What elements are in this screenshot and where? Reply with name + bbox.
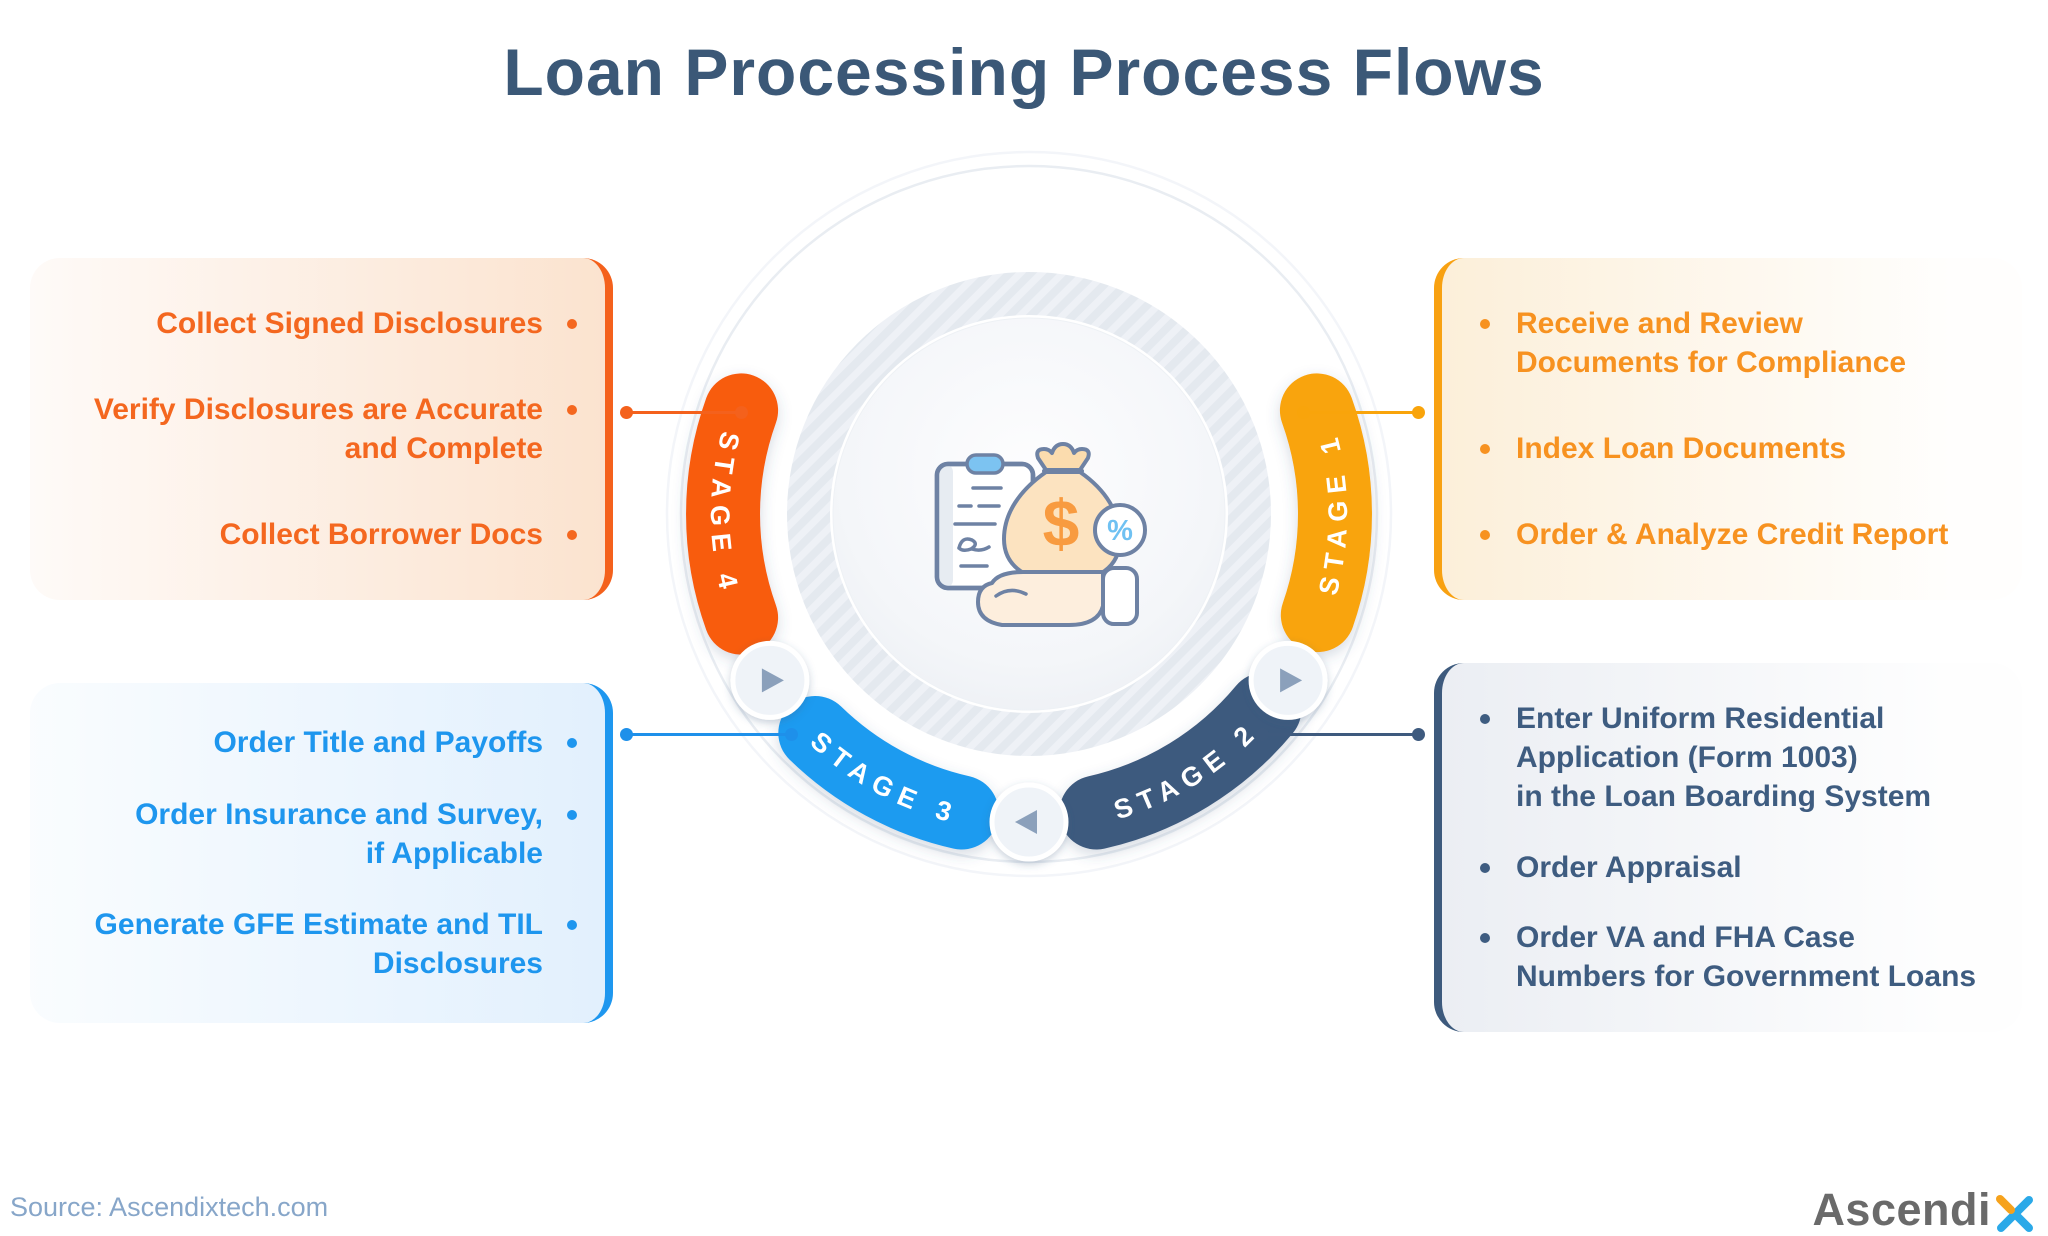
stage-4-arc <box>686 373 779 655</box>
list-item: Verify Disclosures are Accurate and Comp… <box>48 390 577 468</box>
bullet-icon <box>1480 714 1490 724</box>
bullet-icon <box>567 319 577 329</box>
stage-1-arc <box>1279 373 1372 653</box>
list-item: Collect Signed Disclosures <box>48 304 577 343</box>
connector-dot <box>620 406 633 419</box>
list-item: Generate GFE Estimate and TIL Disclosure… <box>48 905 577 983</box>
bullet-icon <box>1480 862 1490 873</box>
list-item-text: Verify Disclosures are Accurate and Comp… <box>93 393 543 465</box>
clipboard-lines <box>953 486 1003 568</box>
dollar-sign: $ <box>1043 486 1080 560</box>
logo-text: Ascendi <box>1812 1184 1991 1235</box>
list-item-text: Collect Borrower Docs <box>219 518 543 551</box>
thumb-line <box>994 588 1028 598</box>
money-bag-tie <box>1035 442 1091 472</box>
list-item-text: Order Title and Payoffs <box>213 726 543 759</box>
hand-icon <box>976 570 1105 627</box>
connector-stage3 <box>620 728 798 741</box>
connector-dot <box>1256 728 1269 741</box>
list-item-text: Index Loan Documents <box>1516 432 1847 465</box>
bullet-icon <box>567 809 577 820</box>
list-item: Order Appraisal <box>1480 848 2004 887</box>
list-item: Index Loan Documents <box>1480 429 2004 468</box>
bullet-icon <box>1480 933 1490 943</box>
stage-4-label: STAGE 4 <box>705 429 746 599</box>
play-left-icon <box>1015 810 1037 834</box>
connector-dot <box>1412 406 1425 419</box>
connector-line <box>1302 411 1420 414</box>
clipboard-clip <box>965 453 1005 475</box>
list-item-text: Enter Uniform Residential Application (F… <box>1516 702 1932 813</box>
percent-badge <box>1093 503 1147 557</box>
outer-faint-ring <box>665 150 1393 878</box>
bullet-icon <box>567 405 577 415</box>
list-item: Receive and Review Documents for Complia… <box>1480 304 2004 382</box>
clipboard-shade <box>937 464 953 588</box>
bullet-icon <box>1480 444 1490 454</box>
list-item: Collect Borrower Docs <box>48 515 577 554</box>
list-item: Order Title and Payoffs <box>48 723 577 762</box>
play-right-icon <box>1280 668 1303 693</box>
stage-3-box: Order Title and Payoffs Order Insurance … <box>30 683 613 1023</box>
stage-4-box: Collect Signed Disclosures Verify Disclo… <box>30 258 613 600</box>
stage-2-box: Enter Uniform Residential Application (F… <box>1434 663 2022 1032</box>
connector-dot <box>785 728 798 741</box>
connector-line <box>1261 733 1420 736</box>
connector-dot <box>1412 728 1425 741</box>
bullet-icon <box>567 738 577 748</box>
ascendix-logo: Ascendi <box>1812 1184 2034 1236</box>
list-item: Order VA and FHA Case Numbers for Govern… <box>1480 918 2004 996</box>
play-right-icon <box>761 668 784 693</box>
list-item-text: Order & Analyze Credit Report <box>1516 518 1949 551</box>
connector-dot <box>620 728 633 741</box>
list-item: Order Insurance and Survey, if Applicabl… <box>48 795 577 873</box>
list-item-text: Order Appraisal <box>1516 850 1742 884</box>
list-item-text: Receive and Review Documents for Complia… <box>1516 307 1907 379</box>
outer-ring <box>679 164 1379 864</box>
page-title: Loan Processing Process Flows <box>503 35 1545 109</box>
connector-line <box>625 411 743 414</box>
hatched-ring <box>787 272 1271 756</box>
stage-2-arc <box>1059 672 1302 850</box>
list-item-text: Collect Signed Disclosures <box>156 307 543 340</box>
source-text: Source: Ascendixtech.com <box>10 1192 329 1222</box>
stage-1-box: Receive and Review Documents for Complia… <box>1434 258 2022 600</box>
list-item-text: Generate GFE Estimate and TIL Disclosure… <box>94 908 543 980</box>
list-item: Enter Uniform Residential Application (F… <box>1480 699 2004 816</box>
list-item-text: Order Insurance and Survey, if Applicabl… <box>135 797 543 870</box>
connector-stage1 <box>1297 406 1425 419</box>
connector-dot <box>735 406 748 419</box>
connector-stage2 <box>1256 728 1425 741</box>
loan-money-icon: $ % <box>934 442 1147 627</box>
logo-x-icon <box>1996 1195 2033 1232</box>
list-item: Order & Analyze Credit Report <box>1480 515 2004 554</box>
connector-line <box>625 733 793 736</box>
connector-dot <box>1297 406 1310 419</box>
bullet-icon <box>1480 319 1490 329</box>
bullet-icon <box>1480 530 1490 540</box>
bullet-icon <box>567 530 577 540</box>
bullet-icon <box>567 920 577 930</box>
percent-sign: % <box>1107 515 1133 547</box>
stage-3-arc <box>778 696 999 850</box>
list-item-text: Order VA and FHA Case Numbers for Govern… <box>1516 921 1977 993</box>
connector-stage4 <box>620 406 748 419</box>
cuff-icon <box>1101 566 1139 626</box>
